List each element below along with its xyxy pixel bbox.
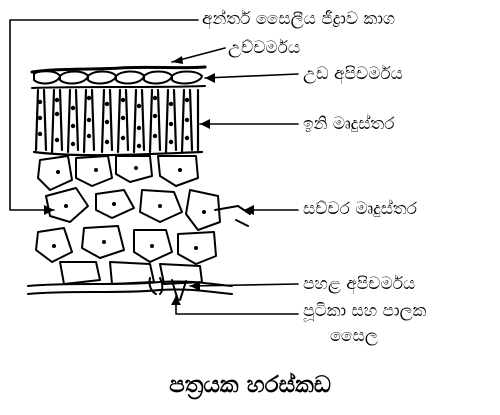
arrowhead-epidermis	[205, 73, 215, 83]
arrowhead-airspace	[44, 205, 54, 215]
label-lower-epidermis: පහළ අපිචර්මය	[303, 274, 416, 294]
arrowhead-cuticle	[172, 56, 183, 64]
label-upper-epidermis: උඩ අපිචර්මය	[303, 64, 403, 84]
label-stoma-guard-cells-line1: පූටිකා සහ පාලක	[303, 301, 427, 321]
cuticle-line	[30, 65, 207, 74]
arrowhead-palisade	[200, 119, 210, 129]
label-spongy-mesophyll: සච්චර මෘදුස්තර	[303, 199, 417, 219]
spongy-cells	[35, 155, 251, 285]
upper-epidermis-cells	[31, 70, 206, 89]
label-intercellular-spaces: අන්තර් සෛලීය ජීද්‍රාව කාග	[202, 9, 396, 29]
chloroplast-dots	[37, 56, 254, 305]
leader-lines	[9, 19, 299, 315]
figure-caption: පත්‍රයක හරස්කඩ	[169, 372, 331, 398]
lower-epidermis	[27, 277, 233, 301]
arrowhead-stoma	[171, 296, 181, 305]
palisade-cells	[32, 88, 204, 157]
arrowhead-spongy	[244, 205, 254, 215]
label-cuticle: උච්චර්මය	[228, 38, 301, 58]
label-palisade-mesophyll: ඉනි මෘදුස්තර	[303, 114, 395, 134]
arrowhead-lower	[190, 281, 200, 291]
label-stoma-guard-cells-line2: සෛල	[330, 326, 378, 346]
